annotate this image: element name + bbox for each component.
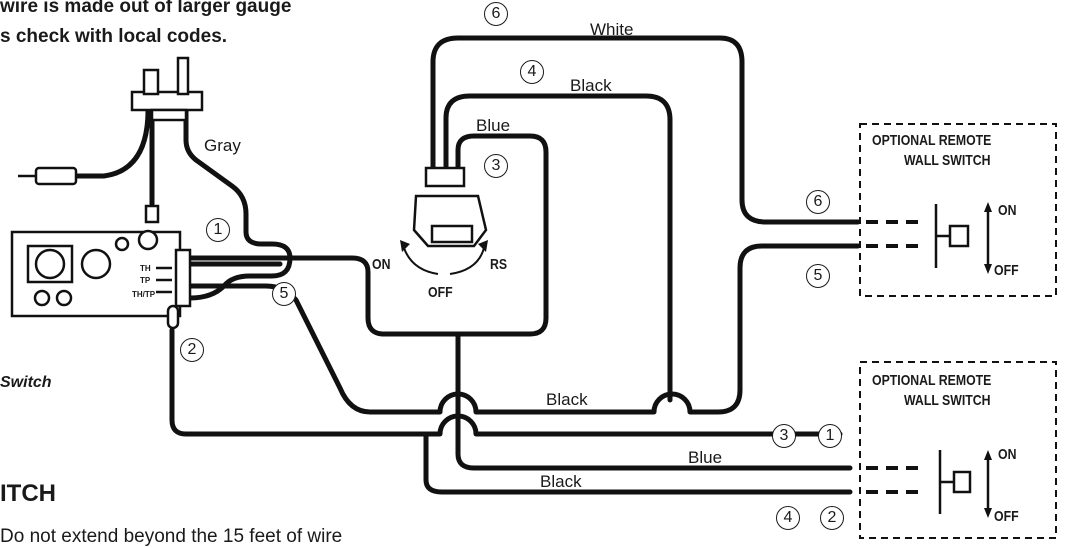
footer-text: Do not extend beyond the 15 feet of wire bbox=[0, 526, 343, 547]
remote-top-title-1: OPTIONAL REMOTE bbox=[872, 132, 992, 149]
rocker-off-label: OFF bbox=[428, 284, 453, 301]
callout-2-valve: 2 bbox=[180, 338, 204, 362]
terminal-th: TH bbox=[140, 264, 151, 273]
callout-6-top: 6 bbox=[484, 2, 508, 26]
label-black-bottom: Black bbox=[540, 472, 582, 491]
callout-3-switch: 3 bbox=[484, 154, 508, 178]
remote-bottom-title-1: OPTIONAL REMOTE bbox=[872, 372, 992, 389]
callout-2-remote: 2 bbox=[820, 506, 844, 530]
wire-two bbox=[169, 327, 843, 437]
callout-6-remote: 6 bbox=[806, 190, 830, 214]
white-wire bbox=[430, 35, 861, 225]
callout-3-remote: 3 bbox=[772, 424, 796, 448]
callout-4-remote: 4 bbox=[776, 506, 800, 530]
blue-wire-switch bbox=[187, 133, 549, 337]
callout-4-top: 4 bbox=[520, 60, 544, 84]
black-wire-mid bbox=[187, 243, 861, 415]
rocker-rs-label: RS bbox=[490, 256, 508, 273]
blue-wire-bottom bbox=[455, 331, 853, 471]
remote-top-on: ON bbox=[998, 202, 1017, 219]
callout-1-valve: 1 bbox=[206, 218, 230, 242]
label-gray: Gray bbox=[204, 136, 241, 155]
terminal-thtp: TH/TP bbox=[132, 290, 156, 299]
label-blue-top: Blue bbox=[476, 116, 511, 135]
label-blue-bottom: Blue bbox=[688, 448, 723, 467]
remote-top-title-2: WALL SWITCH bbox=[904, 152, 991, 169]
remote-bottom-off: OFF bbox=[994, 508, 1019, 525]
header-line-2: s check with local codes. bbox=[0, 26, 228, 47]
rocker-on-label: ON bbox=[372, 256, 391, 273]
remote-top-off: OFF bbox=[994, 262, 1019, 279]
section-title: ITCH bbox=[0, 480, 56, 507]
callout-5-remote: 5 bbox=[806, 264, 830, 288]
label-white: White bbox=[590, 20, 634, 39]
terminal-tp: TP bbox=[140, 276, 151, 285]
gray-wire bbox=[183, 57, 293, 301]
side-caption: Switch bbox=[0, 374, 52, 391]
remote-bottom-on: ON bbox=[998, 446, 1017, 463]
label-black-top: Black bbox=[570, 76, 612, 95]
callout-5-valve: 5 bbox=[272, 282, 296, 306]
label-black-mid: Black bbox=[546, 390, 588, 409]
remote-bottom-title-2: WALL SWITCH bbox=[904, 392, 991, 409]
remote-switch-bottom-box bbox=[859, 361, 1057, 539]
black-wire-top bbox=[443, 93, 673, 403]
header-line-1: wire is made out of larger gauge bbox=[0, 0, 292, 17]
black-wire-bottom bbox=[423, 431, 853, 495]
remote-switch-top-box bbox=[859, 123, 1057, 297]
callout-1-remote: 1 bbox=[818, 424, 842, 448]
